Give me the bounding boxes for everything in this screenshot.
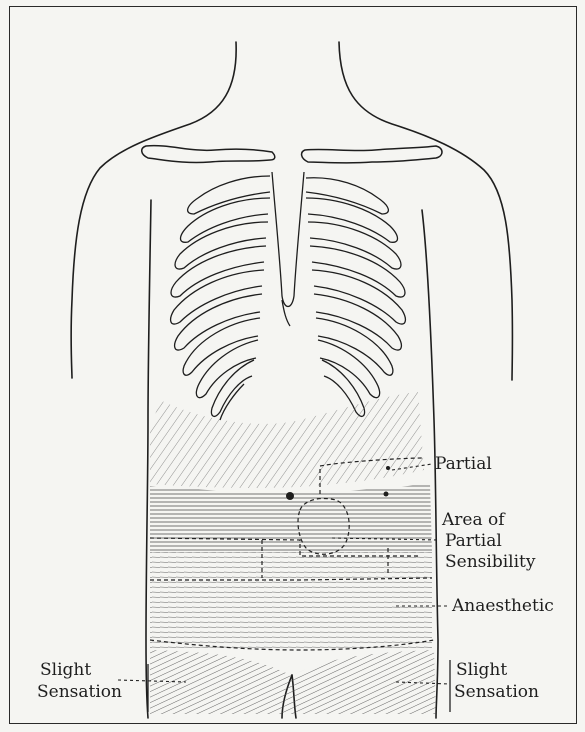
label-slight-right: Slight — [456, 660, 507, 681]
label-sensibility: Sensibility — [445, 552, 535, 573]
lower-hatching — [150, 650, 436, 714]
label-slight-left: Slight — [40, 660, 91, 681]
left-clavicle — [142, 146, 275, 163]
rib-cage — [171, 172, 406, 420]
label-sensation-right: Sensation — [454, 682, 539, 703]
label-partial-2: Partial — [445, 531, 502, 552]
label-sensation-left: Sensation — [37, 682, 122, 703]
label-partial: Partial — [435, 454, 492, 475]
anaesthetic-hatching — [150, 552, 432, 651]
navel-mark — [286, 492, 294, 500]
upper-diagonal-hatching — [150, 392, 424, 488]
clavicles — [142, 146, 442, 163]
right-clavicle — [302, 146, 442, 163]
hatching-zones — [150, 392, 436, 714]
label-anaesthetic: Anaesthetic — [452, 596, 554, 617]
label-area-of: Area of — [442, 510, 505, 531]
